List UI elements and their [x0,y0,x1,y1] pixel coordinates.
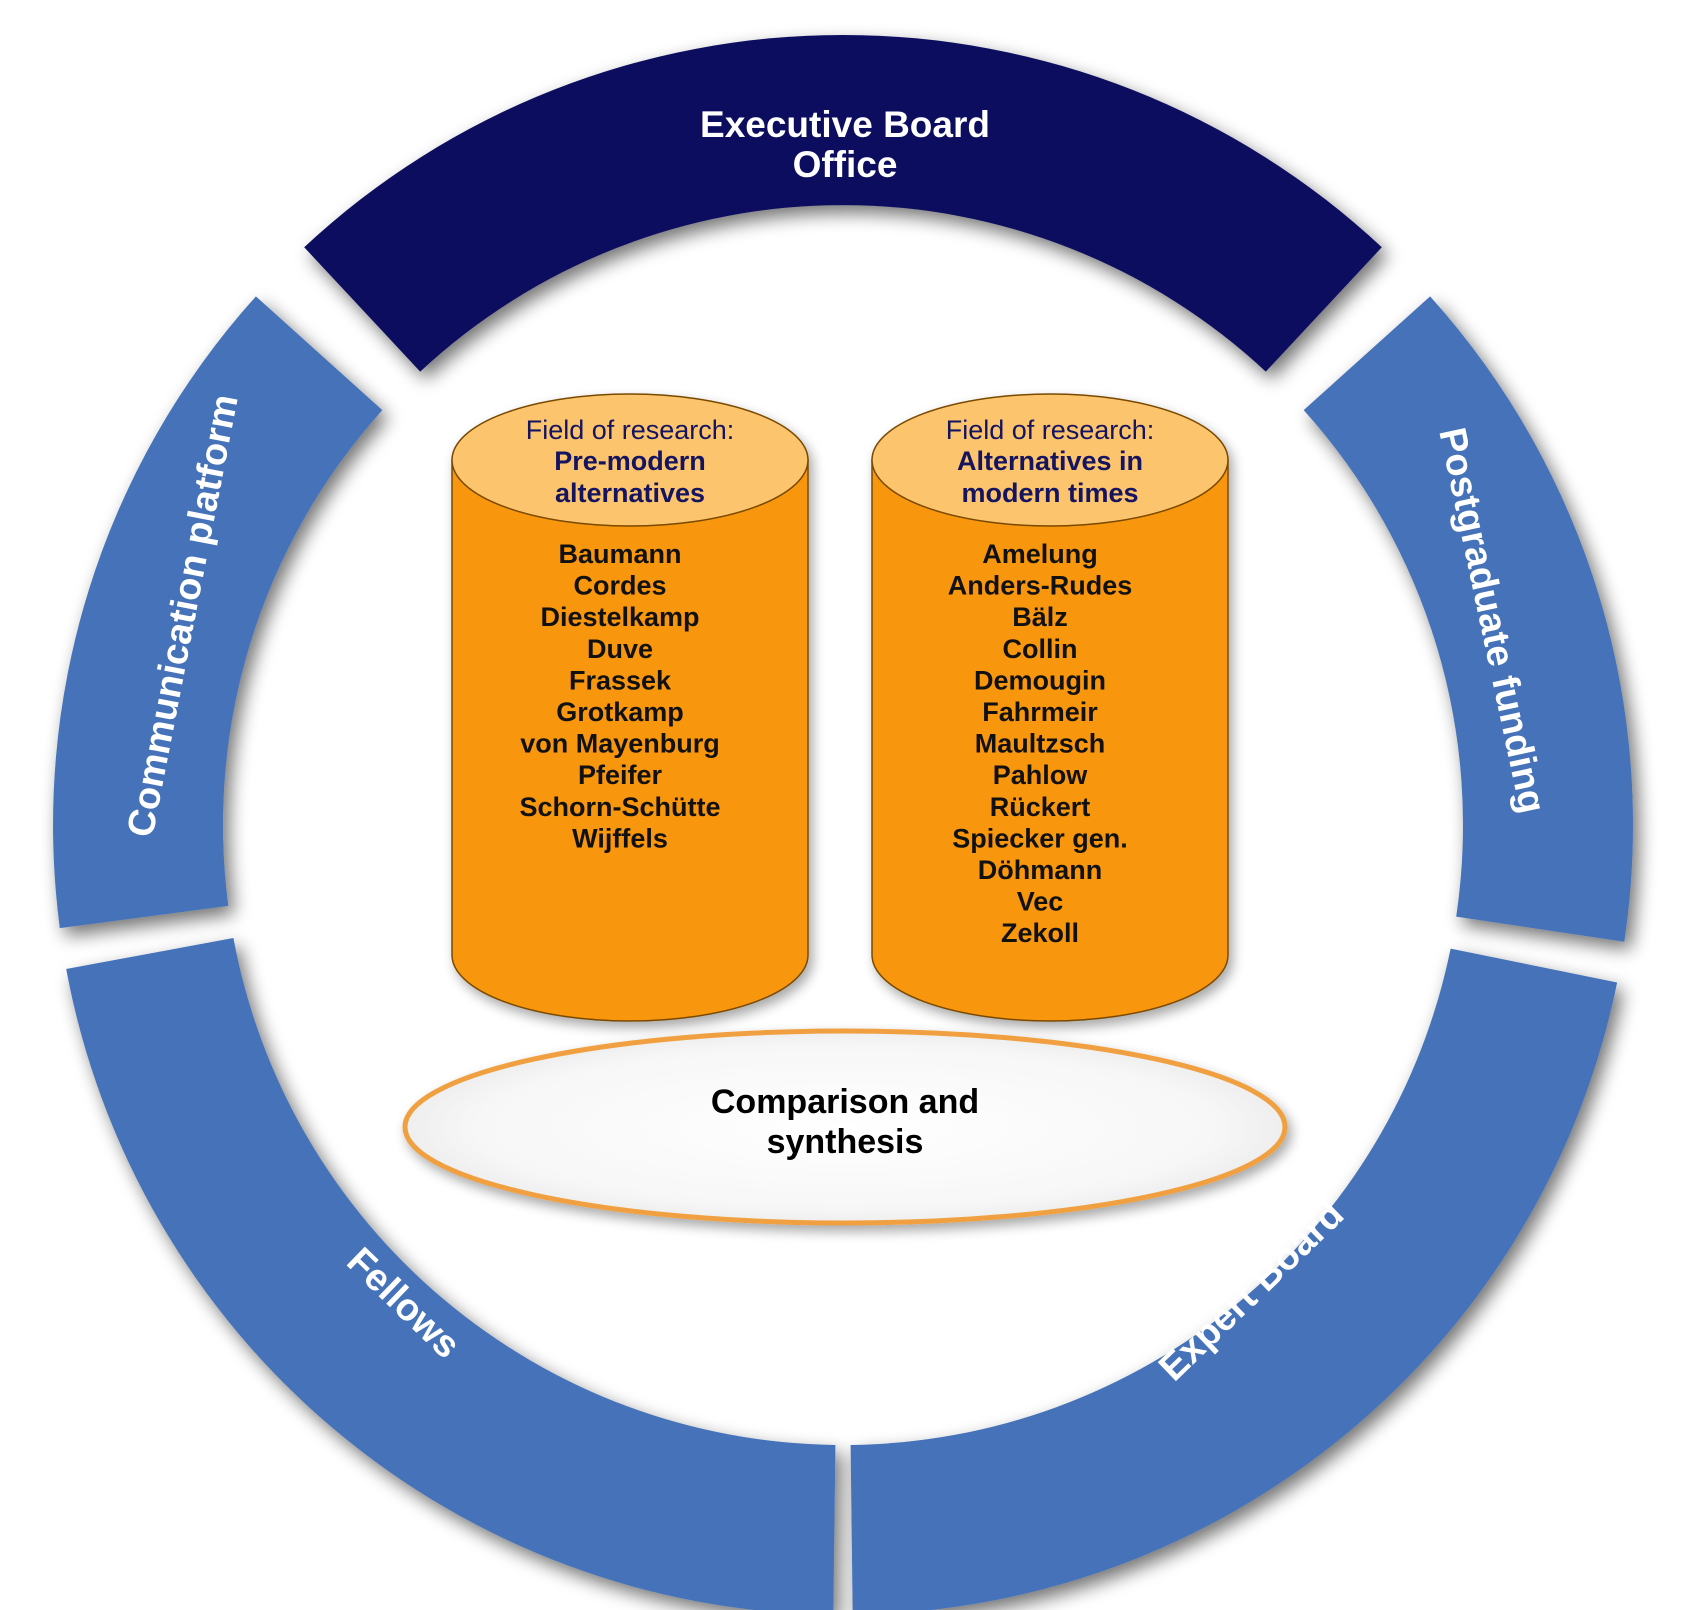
executive-board-office-segment [304,34,1382,372]
researcher-name: Vec [1017,887,1064,917]
researcher-name: Döhmann [978,855,1103,885]
name-list-modern: AmelungAnders-RudesBälzCollinDemouginFah… [948,539,1133,948]
ring [53,34,1633,1610]
field-heading: Field of research: [946,415,1155,445]
researcher-name: Rückert [990,792,1091,822]
researcher-name: Diestelkamp [540,602,699,632]
researcher-name: von Mayenburg [520,729,720,759]
researcher-name: Zekoll [1001,918,1079,948]
researcher-name: Fahrmeir [982,697,1098,727]
researcher-name: Demougin [974,665,1106,695]
comparison-synthesis-line1: Comparison and [711,1083,979,1121]
researcher-name: Pahlow [993,760,1089,790]
cylinder-top [871,393,1229,527]
comparison-synthesis-ellipse [402,1028,1288,1226]
executive-board-label-line1: Executive Board [700,104,990,145]
field-title-line1: Pre-modern [554,446,706,476]
researcher-name: Duve [587,634,653,664]
field-title-line1: Alternatives in [957,446,1143,476]
cylinder-pre-modern [451,393,809,1022]
researcher-name: Cordes [573,571,666,601]
researcher-name: Anders-Rudes [948,571,1133,601]
expert-board-segment [850,948,1618,1610]
researcher-name: Spiecker gen. [952,823,1128,853]
cylinder-top [451,393,809,527]
researcher-name: Frassek [569,665,672,695]
comparison-synthesis-line2: synthesis [767,1123,924,1161]
field-title-line2: alternatives [555,478,705,508]
cylinder-body [451,459,809,1022]
executive-board-label-line2: Office [793,144,898,185]
researcher-name: Collin [1003,634,1078,664]
researcher-name: Grotkamp [556,697,684,727]
researcher-name: Maultzsch [975,729,1106,759]
field-title-line2: modern times [961,478,1138,508]
researcher-name: Bälz [1012,602,1068,632]
cylinder-body [871,459,1229,1022]
researcher-name: Schorn-Schütte [519,792,720,822]
postgraduate-funding-segment [1303,296,1633,942]
researcher-name: Amelung [982,539,1098,569]
communication-platform-segment [53,296,383,929]
name-list-pre-modern: BaumannCordesDiestelkampDuveFrassekGrotk… [519,539,720,853]
researcher-name: Pfeifer [578,760,663,790]
fellows-segment [66,938,836,1610]
researcher-name: Wijffels [572,823,668,853]
field-heading: Field of research: [526,415,735,445]
cylinder-modern [871,393,1229,1022]
researcher-name: Baumann [558,539,681,569]
